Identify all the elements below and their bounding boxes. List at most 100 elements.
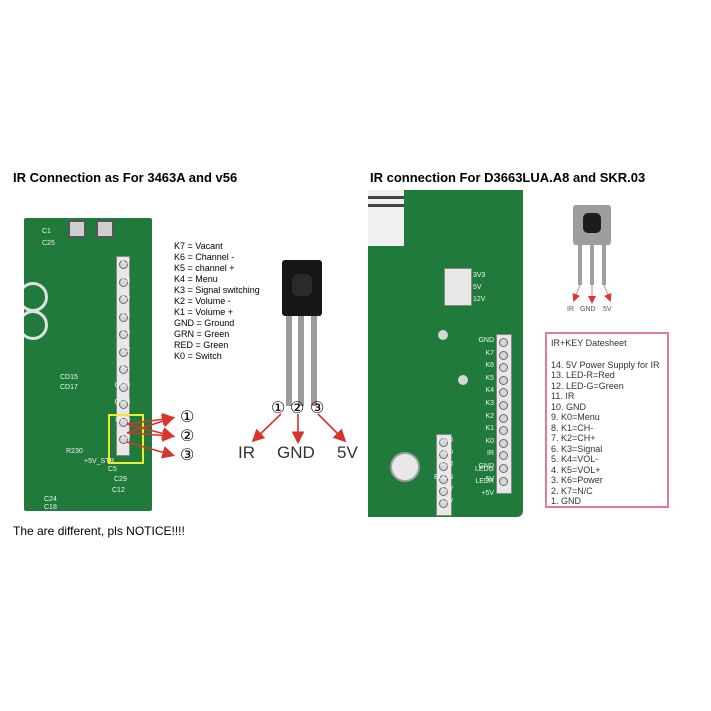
header-pin	[439, 450, 448, 460]
header-pin	[499, 388, 508, 398]
header-pin	[499, 375, 508, 385]
datasheet-title: IR+KEY Datesheet	[551, 338, 627, 348]
header-pin-label: RED	[115, 416, 130, 424]
header-pin	[119, 347, 128, 357]
header-pin-label: ADJ	[439, 461, 453, 469]
ir-pins-highlight	[108, 414, 144, 464]
header-pin-label: K2	[121, 346, 130, 354]
header-pin	[499, 363, 508, 373]
header-pin-label: K0	[121, 434, 130, 441]
header-pin	[439, 438, 448, 447]
sensor-pin-gnd: GND	[580, 306, 596, 313]
datasheet-line: 6. K3=Signal	[551, 443, 603, 454]
datasheet-line: 4. K5=VOL+	[551, 464, 601, 475]
circled-2: ②	[180, 428, 195, 445]
header-pin-label: GND	[478, 463, 494, 470]
datasheet-line: 11. IR	[551, 391, 575, 401]
header-pin	[439, 462, 448, 472]
left-key-legend: K7 = Vacant K6 = Channel - K5 = channel …	[174, 241, 260, 362]
circled-1: ①	[180, 409, 195, 426]
header-pin-label: 5V	[485, 475, 494, 483]
legend-gnd: GND = Ground	[174, 318, 235, 328]
header-pin-label: GND	[437, 437, 453, 444]
header-pin-label: K7	[485, 349, 494, 357]
ir-key-datasheet: IR+KEY Datesheet 14. 5V Power Supply for…	[545, 332, 669, 508]
header-pin-label: K5	[121, 294, 130, 301]
header-pin-label: K1	[485, 425, 494, 433]
legend-k1: K1 = Volume +	[174, 307, 234, 317]
header-pin-label: IR	[487, 450, 494, 458]
datasheet-line: 5. K4=VOL-	[551, 454, 599, 464]
circled-3: ③	[180, 447, 195, 464]
datasheet-line: 12. LED-G=Green	[551, 380, 624, 391]
header-pin	[439, 474, 448, 484]
header-pin-label: K4	[485, 387, 494, 395]
header-pin-label: GND	[478, 337, 494, 344]
header-pin-label: K6	[485, 362, 494, 370]
legend-k6: K6 = Channel -	[174, 252, 235, 262]
left-pcb-photo: C1 C25 CD15 CD17 C5 C29 C12 C24 C18 R230…	[24, 218, 152, 511]
header-pin-label: LEDG	[474, 466, 494, 473]
header-pin-label: K0	[485, 437, 494, 445]
header-pin	[499, 413, 508, 423]
header-pin-label: GND	[114, 381, 130, 389]
datasheet-line: 9. K0=Menu	[551, 412, 600, 422]
header-pin	[499, 438, 508, 448]
datasheet-line: 13. LED-R=Red	[551, 370, 615, 380]
ir-receiver-component	[282, 260, 322, 406]
sensor-pin-ir: IR	[567, 306, 574, 313]
right-ir-sensor-component	[573, 205, 611, 285]
header-pin-label: K7	[121, 259, 130, 266]
receiver-circled-2: ②	[290, 400, 305, 417]
datasheet-line: 8. K1=CH-	[551, 422, 594, 433]
header-pin	[119, 260, 128, 269]
header-pin-label: K5	[485, 374, 494, 382]
receiver-pin-5v: 5V	[337, 443, 358, 462]
legend-k3: K3 = Signal switching	[174, 285, 260, 295]
header-pin	[499, 338, 508, 347]
header-pin	[499, 476, 508, 486]
header-pin	[439, 499, 448, 508]
header-pin-label: BLON	[433, 473, 453, 481]
header-pin-label: GND	[437, 449, 453, 457]
datasheet-line: 2. K7=N/C	[551, 485, 593, 496]
header-pin-label: K4	[121, 311, 130, 319]
header-pin	[119, 382, 128, 392]
datasheet-line: 10. GND	[551, 401, 587, 412]
header-pin	[439, 486, 448, 496]
sensor-pin-5v: 5V	[603, 306, 612, 313]
left-title: IR Connection as For 3463A and v56	[13, 170, 238, 185]
header-pin-label: K2	[485, 412, 494, 420]
header-pin-label: LEDR	[475, 478, 494, 485]
datasheet-line: 1. GND	[551, 496, 582, 506]
header-pin-label: K6	[121, 276, 130, 284]
header-pin	[119, 365, 128, 374]
header-pin-label: 12V	[440, 485, 453, 493]
header-pin	[119, 417, 128, 427]
receiver-circled-1: ①	[271, 400, 286, 417]
receiver-pin-gnd: GND	[277, 443, 315, 462]
header-pin-label: 12V	[440, 498, 453, 505]
header-pin	[499, 401, 508, 410]
header-pin	[499, 451, 508, 461]
header-pin-label: +5V	[481, 490, 494, 497]
right-title: IR connection For D3663LUA.A8 and SKR.03	[370, 170, 646, 185]
header-pin-label: GRN	[114, 399, 130, 406]
header-pin	[499, 464, 508, 473]
legend-k7: K7 = Vacant	[174, 241, 223, 251]
legend-red: RED = Green	[174, 340, 229, 350]
notice-text: The are different, pls NOTICE!!!!	[13, 524, 185, 538]
header-pin-label: K3	[121, 329, 130, 336]
receiver-pin-ir: IR	[238, 443, 255, 462]
header-pin-label: K3	[485, 400, 494, 407]
legend-grn: GRN = Green	[174, 329, 230, 339]
receiver-circled-3: ③	[310, 400, 325, 417]
header-pin	[119, 277, 128, 287]
legend-k0: K0 = Switch	[174, 351, 222, 361]
header-pin	[119, 435, 128, 444]
header-pin	[119, 400, 128, 409]
datasheet-line: 14. 5V Power Supply for IR	[551, 359, 660, 370]
header-pin	[499, 350, 508, 360]
